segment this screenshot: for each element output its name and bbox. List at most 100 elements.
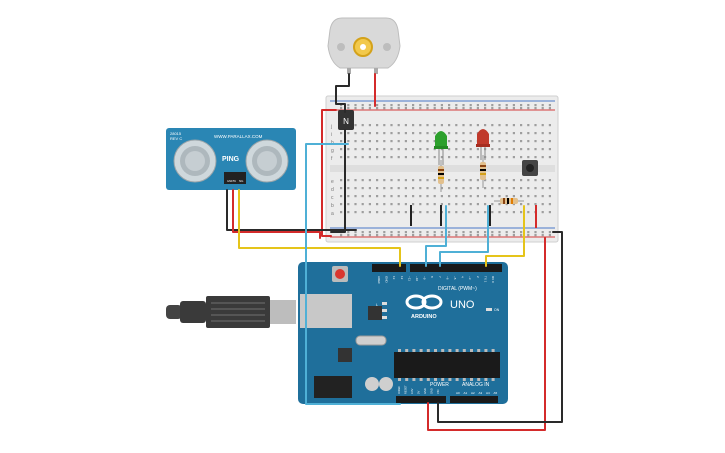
breadboard-hole [498, 107, 501, 110]
breadboard-hole [397, 156, 400, 159]
breadboard-hole [397, 211, 400, 214]
breadboard-hole [476, 231, 479, 234]
resistor-pushbutton [494, 198, 524, 204]
row-letter-f: f [331, 156, 333, 162]
breadboard-hole [455, 107, 458, 110]
breadboard-hole [412, 140, 415, 143]
breadboard-hole [491, 140, 494, 143]
breadboard-hole [520, 132, 523, 135]
breadboard-hole [390, 156, 393, 159]
breadboard-hole [476, 203, 479, 206]
digital-pin-label: 8 [430, 276, 434, 278]
breadboard-hole [361, 132, 364, 135]
power-pin-label: RESET [404, 385, 408, 394]
breadboard-hole [376, 148, 379, 151]
breadboard-hole [426, 107, 429, 110]
breadboard-hole [541, 148, 544, 151]
analog-pin-label: A5 [494, 391, 498, 395]
breadboard-hole [354, 231, 357, 234]
arduino-logo-icon [405, 294, 443, 310]
breadboard-hole [512, 211, 515, 214]
breadboard-hole [347, 195, 350, 198]
breadboard-hole [505, 132, 508, 135]
breadboard-hole [469, 107, 472, 110]
breadboard-hole [462, 156, 465, 159]
breadboard-hole [469, 156, 472, 159]
breadboard-hole [433, 195, 436, 198]
breadboard-hole [505, 234, 508, 237]
breadboard-hole [412, 148, 415, 151]
sensor-pin-sig: SIG [239, 180, 243, 183]
row-letter-c: c [331, 195, 334, 201]
breadboard-hole [527, 107, 530, 110]
breadboard-hole [390, 234, 393, 237]
breadboard-hole [534, 156, 537, 159]
breadboard-hole [455, 124, 458, 127]
breadboard-hole [426, 132, 429, 135]
breadboard-hole [354, 156, 357, 159]
sensor-model: 28015 [170, 131, 182, 136]
breadboard-hole [383, 124, 386, 127]
breadboard-hole [484, 234, 487, 237]
breadboard-hole [476, 148, 479, 151]
breadboard-hole [462, 234, 465, 237]
breadboard-hole [383, 107, 386, 110]
breadboard-hole [404, 211, 407, 214]
breadboard-hole [527, 231, 530, 234]
breadboard-hole [491, 107, 494, 110]
chip-pin [441, 349, 445, 352]
breadboard-hole [368, 156, 371, 159]
breadboard-hole [512, 148, 515, 151]
breadboard-hole [419, 211, 422, 214]
breadboard-hole [484, 124, 487, 127]
breadboard-hole [448, 156, 451, 159]
breadboard-hole [541, 187, 544, 190]
breadboard-hole [397, 140, 400, 143]
microcontroller-pins [398, 349, 495, 381]
breadboard-hole [505, 156, 508, 159]
breadboard-hole [491, 187, 494, 190]
breadboard-hole [541, 124, 544, 127]
analog-pin-label: A2 [471, 391, 475, 395]
breadboard-hole [505, 124, 508, 127]
analog-pin-label: A1 [464, 391, 468, 395]
chip-pin [426, 349, 430, 352]
breadboard-hole [505, 203, 508, 206]
breadboard-hole [548, 104, 551, 107]
breadboard-hole [383, 234, 386, 237]
breadboard-hole [541, 179, 544, 182]
breadboard-hole [520, 107, 523, 110]
breadboard-hole [433, 231, 436, 234]
breadboard-hole [455, 156, 458, 159]
breadboard-hole [383, 187, 386, 190]
breadboard-hole [412, 231, 415, 234]
breadboard-hole [512, 124, 515, 127]
breadboard-hole [368, 140, 371, 143]
wire-sensor-red [232, 189, 321, 239]
breadboard-hole [548, 234, 551, 237]
breadboard-hole [462, 203, 465, 206]
breadboard-hole [383, 195, 386, 198]
breadboard-hole [404, 231, 407, 234]
breadboard-hole [541, 132, 544, 135]
green-led [434, 131, 448, 165]
breadboard-hole [368, 234, 371, 237]
chip-pin [412, 349, 416, 352]
breadboard-hole [368, 104, 371, 107]
breadboard-hole [476, 179, 479, 182]
breadboard-hole [390, 231, 393, 234]
breadboard-hole [527, 148, 530, 151]
breadboard-hole [368, 148, 371, 151]
breadboard-hole [383, 179, 386, 182]
breadboard-hole [448, 179, 451, 182]
breadboard-hole [520, 104, 523, 107]
breadboard-hole [462, 107, 465, 110]
breadboard-hole [548, 107, 551, 110]
breadboard-hole [512, 132, 515, 135]
breadboard-hole [534, 132, 537, 135]
breadboard-hole [455, 195, 458, 198]
power-pin-label: GND [430, 388, 434, 394]
breadboard-hole [548, 179, 551, 182]
breadboard-hole [361, 195, 364, 198]
row-letter-d: d [331, 187, 334, 193]
